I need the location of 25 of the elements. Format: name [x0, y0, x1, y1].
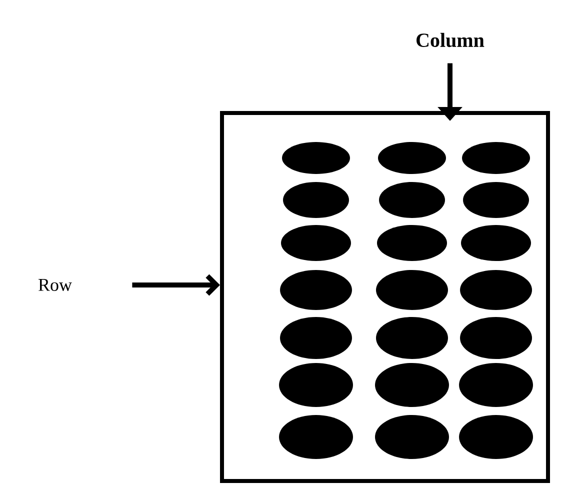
ellipse-dot — [460, 317, 532, 359]
ellipse-dot — [376, 317, 448, 359]
ellipse-dot — [279, 363, 353, 407]
ellipse-dot — [279, 415, 353, 459]
ellipse-dot — [283, 182, 349, 218]
column-label: Column — [416, 32, 484, 48]
ellipse-dot — [463, 182, 529, 218]
ellipse-dot — [375, 363, 449, 407]
ellipse-dot — [460, 270, 532, 310]
ellipse-dot — [459, 415, 533, 459]
ellipse-dot — [378, 142, 446, 174]
ellipse-dot — [281, 225, 351, 261]
arrow — [132, 274, 220, 296]
ellipse-dot — [280, 270, 352, 310]
frame-box — [220, 111, 550, 483]
ellipse-dot — [379, 182, 445, 218]
ellipse-dot — [462, 142, 530, 174]
ellipse-dot — [459, 363, 533, 407]
row-label: Row — [38, 279, 72, 291]
ellipse-dot — [282, 142, 350, 174]
ellipse-dot — [376, 270, 448, 310]
ellipse-dot — [377, 225, 447, 261]
ellipse-dot — [375, 415, 449, 459]
ellipse-dot — [280, 317, 352, 359]
ellipse-dot — [461, 225, 531, 261]
